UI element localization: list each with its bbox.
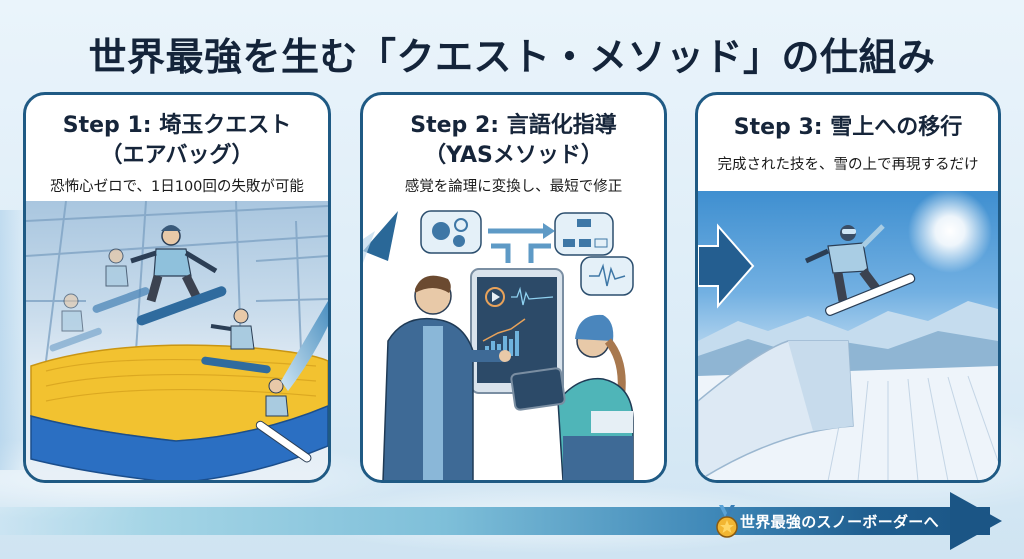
step-2-illustration [363,201,664,480]
waveform-bubble-icon [580,256,634,296]
step-3-illustration [698,191,998,480]
step-2-title-sub: （YASメソッド） [424,143,603,168]
warehouse-frame-icon [26,201,328,362]
mountain-jump-scene [698,191,998,480]
progress-flow-arrowhead-icon [950,492,1002,550]
final-goal-label: 世界最強のスノーボーダーへ [740,513,939,531]
step-1-title-sub: （エアバッグ） [100,143,254,168]
snowboarder-exit-icon [255,378,312,463]
sun-icon [908,191,992,273]
step-2-header: Step 2: 言語化指導 （YASメソッド） 感覚を論理に変換し、最短で修正 [363,95,664,196]
step-1-illustration [26,201,328,480]
step-3-header: Step 3: 雪上への移行 完成された技を、雪の上で再現するだけ [698,95,998,174]
transition-arrow-icon [698,223,755,309]
step-1-panel: Step 1: 埼玉クエスト （エアバッグ） 恐怖心ゼロで、1日100回の失敗が… [23,92,331,483]
step-2-panel: Step 2: 言語化指導 （YASメソッド） 感覚を論理に変換し、最短で修正 [360,92,667,483]
swoosh-arrowhead-icon [363,211,398,261]
snowboarder-landing-icon [201,308,271,374]
step-3-title: Step 3: 雪上への移行 [733,115,963,140]
progress-swoosh-icon [281,301,328,391]
progress-flow-bar [0,507,990,535]
step-1-title: Step 1: 埼玉クエスト [62,113,292,138]
indoor-airbag-scene [26,201,328,480]
step-3-subtitle: 完成された技を、雪の上で再現するだけ [717,157,979,173]
step-1-header: Step 1: 埼玉クエスト （エアバッグ） 恐怖心ゼロで、1日100回の失敗が… [26,95,328,196]
snowboarder-main-icon [130,225,227,326]
gears-bubble-icon [420,210,482,254]
step-3-panel: Step 3: 雪上への移行 完成された技を、雪の上で再現するだけ [695,92,1001,483]
snowboarder-jump-icon [804,224,916,316]
student-figure-icon [557,314,634,480]
page-title: 世界最強を生む「クエスト・メソッド」の仕組み [88,35,936,79]
step-1-subtitle: 恐怖心ゼロで、1日100回の失敗が可能 [50,179,304,195]
snowboarder-ghost-icon [92,248,150,313]
play-icon [485,287,505,307]
gold-medal-icon [716,505,738,538]
airbag-side-icon [30,405,328,480]
snowboarder-ghost-icon [49,293,102,352]
step-2-subtitle: 感覚を論理に変換し、最短で修正 [404,179,623,195]
coach-analysis-scene [363,210,634,480]
coach-figure-icon [382,275,511,480]
small-tablet-icon [510,367,566,411]
step-2-title: Step 2: 言語化指導 [410,113,617,138]
